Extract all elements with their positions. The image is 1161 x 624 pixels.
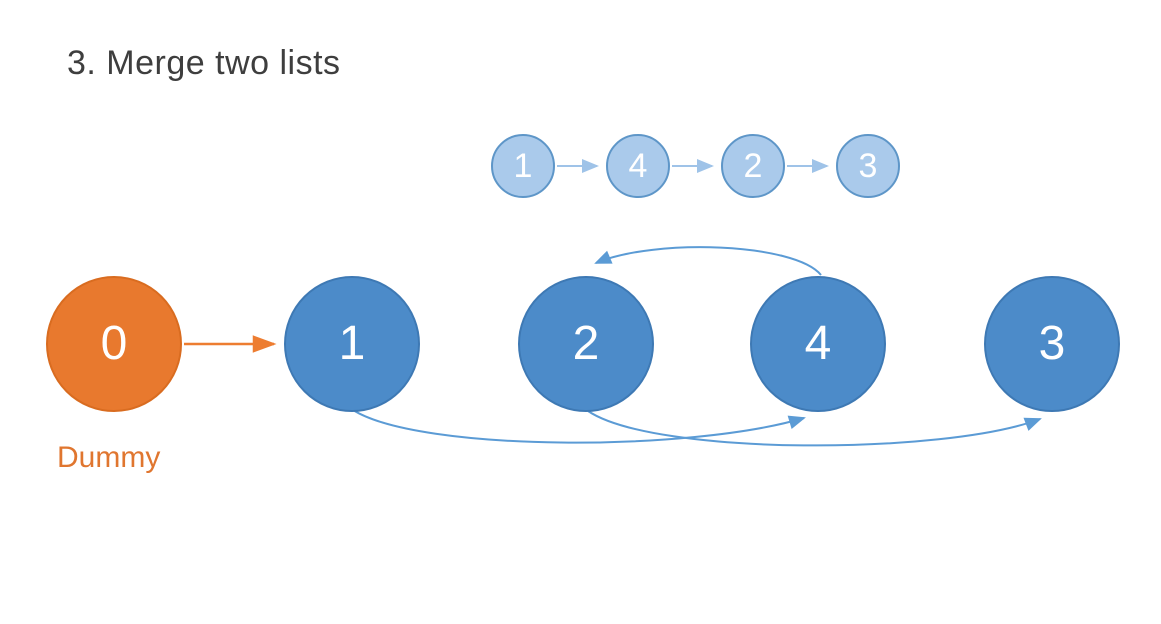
main-node-1-value: 1 [338,317,366,370]
top-list-node-4: 4 [606,134,670,198]
arrow-4-to-2 [594,246,822,276]
slide-title: 3. Merge two lists [67,44,341,82]
main-node-4-value: 4 [804,317,832,370]
arrow-1-to-4 [352,409,806,444]
top-list-node-2: 2 [721,134,785,198]
top-list-node-3: 3 [836,134,900,198]
main-node-2: 2 [518,276,654,412]
top-list-node-1-value: 1 [513,147,533,185]
top-list-node-2-value: 2 [743,147,763,185]
arrow-2-to-3 [587,410,1042,447]
dummy-node-value: 0 [100,317,128,370]
top-list-node-4-value: 4 [628,147,648,185]
top-list-node-1: 1 [491,134,555,198]
main-node-4: 4 [750,276,886,412]
main-node-2-value: 2 [572,317,600,370]
dummy-node: 0 [46,276,182,412]
main-node-3: 3 [984,276,1120,412]
main-node-3-value: 3 [1038,317,1066,370]
main-node-1: 1 [284,276,420,412]
top-list-node-3-value: 3 [858,147,878,185]
dummy-label: Dummy [57,441,161,474]
